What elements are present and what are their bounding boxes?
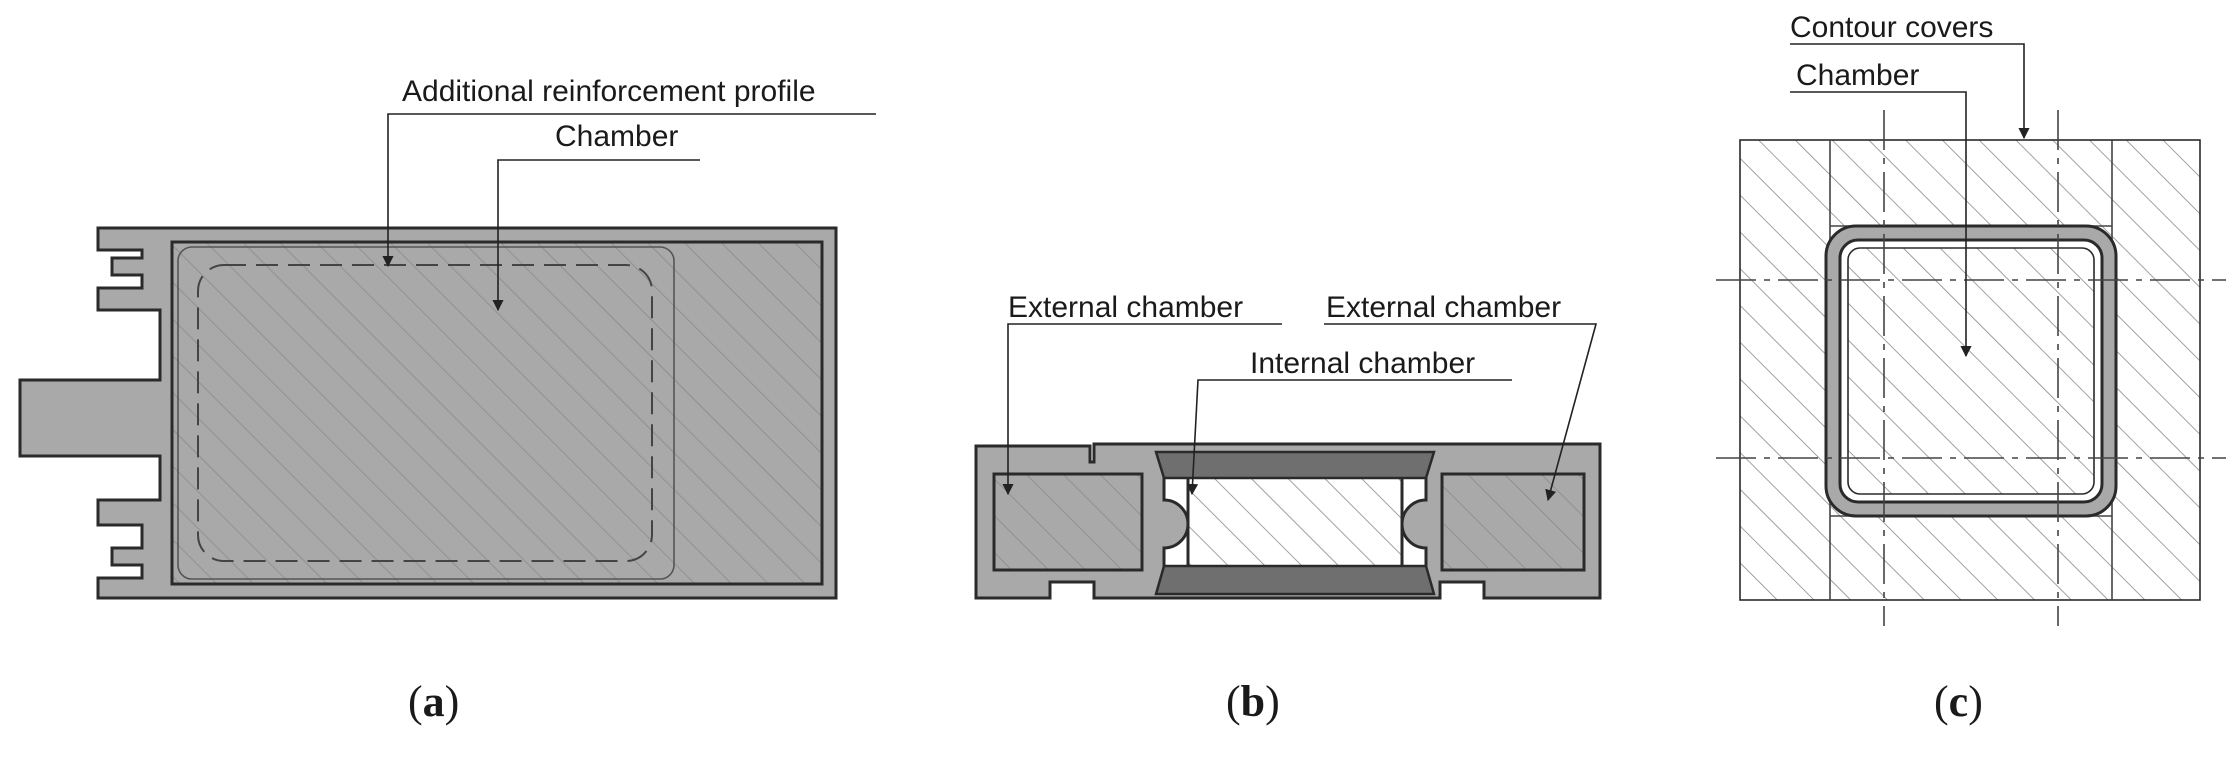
panel-a: Additional reinforcement profile Chamber… [18, 75, 876, 726]
reinforcement-profile-dashed [197, 264, 653, 562]
caption-c: (c) [1934, 677, 1983, 726]
caption-a: (a) [408, 677, 459, 726]
chamber-c [1847, 247, 2095, 495]
label-external-chamber-left: External chamber [1008, 291, 1243, 324]
label-chamber-c: Chamber [1796, 59, 1919, 92]
panel-c: Contour covers Chamber (c) [1716, 11, 2226, 726]
internal-chamber [1186, 472, 1404, 572]
label-chamber-a: Chamber [555, 120, 678, 153]
leader-internal [1186, 379, 1512, 496]
insert-bottom [1154, 564, 1436, 596]
leader-chamber-c [1790, 91, 1972, 358]
reinforcement-outline [177, 246, 675, 580]
label-external-chamber-right: External chamber [1326, 291, 1561, 324]
cavity-a [170, 240, 824, 586]
leader-external-left [1002, 323, 1282, 496]
leader-external-right [1324, 323, 1598, 502]
external-chamber-right [1440, 472, 1586, 572]
label-internal-chamber: Internal chamber [1250, 347, 1475, 380]
insert-top [1154, 450, 1436, 480]
label-contour-covers: Contour covers [1790, 11, 1993, 44]
caption-b: (b) [1226, 677, 1280, 726]
leader-reinforcement [382, 113, 876, 268]
external-chamber-left [992, 472, 1144, 572]
label-additional-reinforcement: Additional reinforcement profile [402, 75, 816, 108]
leader-chamber-a [492, 159, 700, 312]
panel-b: External chamber External chamber Intern… [974, 291, 1602, 726]
leader-contour [1790, 43, 2030, 140]
